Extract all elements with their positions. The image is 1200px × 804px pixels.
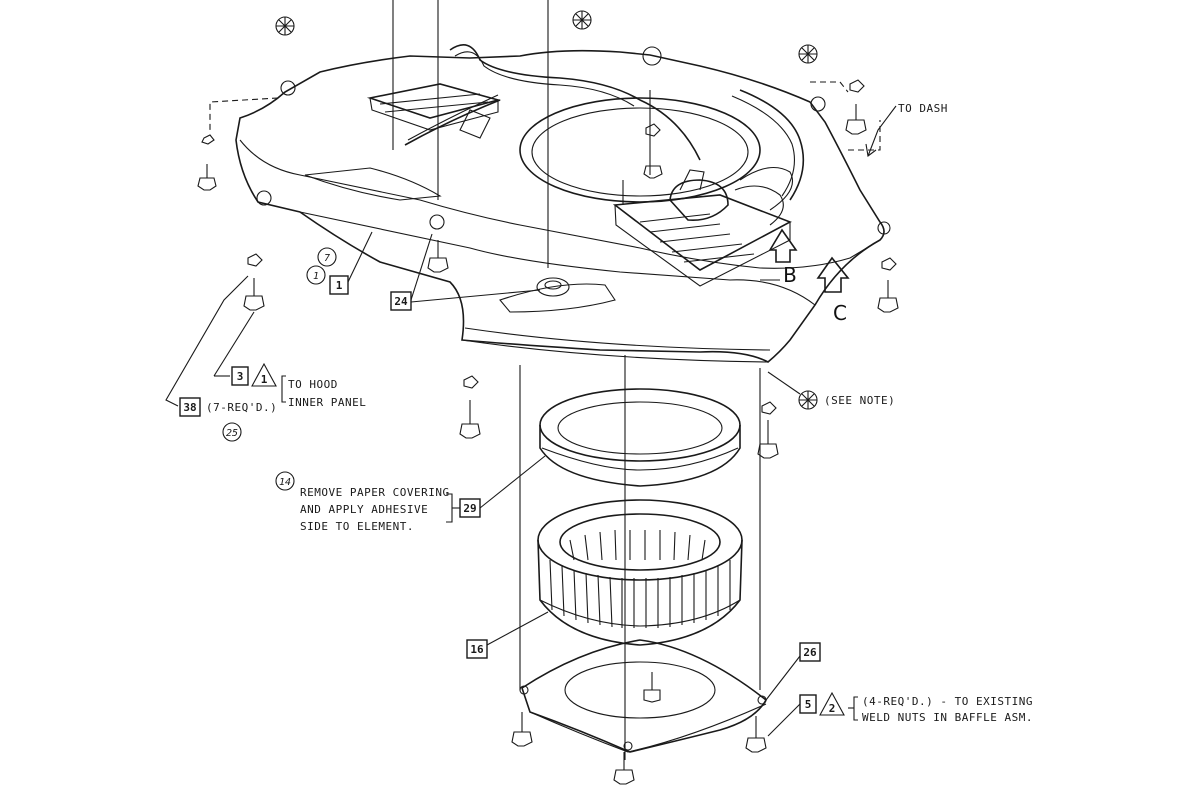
part-label-16: 16 — [470, 643, 484, 656]
pleat-lines — [549, 529, 731, 628]
part-label-26: 26 — [803, 646, 817, 659]
note-see-note: (SEE NOTE) — [824, 394, 895, 407]
asterisk-circle-icon — [572, 10, 592, 30]
to-dash-callout: TO DASH — [865, 102, 948, 157]
circle-label-1: 1 — [313, 271, 319, 282]
note-paper-line1: REMOVE PAPER COVERING — [300, 486, 450, 499]
warning-triangle-icon: 2 — [819, 691, 845, 716]
warning-label-2: 2 — [829, 702, 836, 715]
callout-16: 16 — [466, 611, 549, 659]
arrow-up-icon — [768, 228, 798, 263]
view-label-b: B — [783, 263, 797, 287]
note-weld-line2: WELD NUTS IN BAFFLE ASM. — [862, 711, 1033, 724]
circle-label-7: 7 — [324, 253, 330, 264]
circle-label-14: 14 — [279, 477, 291, 488]
circle-label-25: 25 — [226, 428, 238, 439]
part-label-3: 3 — [237, 370, 244, 383]
note-to-dash: TO DASH — [898, 102, 948, 115]
fastener-leaders — [209, 81, 881, 151]
part-label-1: 1 — [336, 279, 343, 292]
part-label-5: 5 — [805, 698, 812, 711]
asterisk-circle-icon — [798, 390, 818, 410]
note-hood-qty: (7-REQ'D.) — [206, 401, 277, 414]
part-label-38: 38 — [183, 401, 196, 414]
paper-covering-callout: 14 REMOVE PAPER COVERING AND APPLY ADHES… — [275, 455, 546, 533]
bolt-icon — [427, 240, 449, 273]
note-paper-line3: SIDE TO ELEMENT. — [300, 520, 414, 533]
bolt-icon — [877, 257, 899, 313]
asterisk-circle-icon — [798, 44, 818, 64]
fasteners — [197, 79, 899, 785]
asterisk-circle-icon — [275, 16, 295, 36]
bolt-icon — [643, 672, 661, 703]
bolt-icon — [845, 79, 867, 135]
callout-24: 24 — [390, 233, 541, 311]
note-weld-line1: (4-REQ'D.) - TO EXISTING — [862, 695, 1033, 708]
bolt-icon — [613, 752, 635, 785]
bolt-icon — [745, 716, 767, 753]
bolt-icon — [243, 253, 265, 311]
bolt-icon — [197, 134, 217, 191]
air-cleaner-housing — [235, 44, 891, 363]
weld-nuts-callout: 5 2 (4-REQ'D.) - TO EXISTING WELD NUTS I… — [767, 691, 1033, 737]
part-label-29: 29 — [463, 502, 476, 515]
note-paper-line2: AND APPLY ADHESIVE — [300, 503, 428, 516]
hood-callout: 3 1 TO HOOD INNER PANEL 38 (7-REQ'D.) 25 — [165, 275, 366, 442]
bolt-icon — [643, 123, 663, 179]
note-hood-line1: TO HOOD — [288, 378, 338, 391]
bolt-icon — [459, 375, 481, 439]
warning-triangle-icon: 1 — [251, 362, 277, 387]
base-plate — [519, 639, 768, 753]
bolt-icon — [511, 712, 533, 747]
filter-gasket-ring — [539, 388, 741, 487]
bolt-icon — [757, 401, 779, 459]
callout-26: 26 — [765, 642, 821, 701]
assembly-leader-lines — [392, 0, 761, 760]
view-label-c: C — [833, 301, 847, 325]
callout-7-1-group: 7 1 1 — [306, 231, 373, 295]
filter-element — [537, 499, 743, 646]
warning-label-1: 1 — [261, 373, 268, 386]
arrow-up-icon — [816, 256, 850, 293]
note-hood-line2: INNER PANEL — [288, 396, 366, 409]
part-label-24: 24 — [394, 295, 408, 308]
